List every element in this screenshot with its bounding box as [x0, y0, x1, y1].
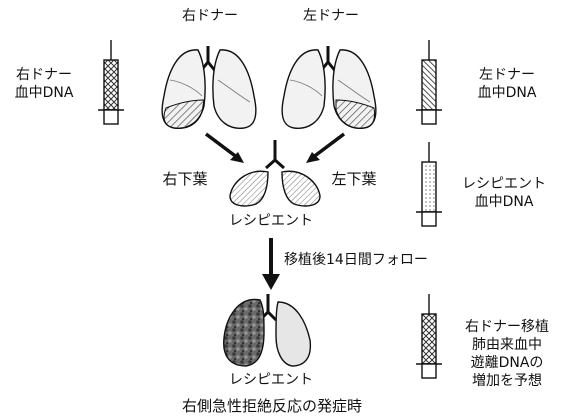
right-donor-tube-line1: 右ドナー	[2, 66, 86, 84]
right-donor-tube-line2: 血中DNA	[2, 84, 86, 102]
left-donor-tube-line1: 左ドナー	[462, 66, 552, 84]
right-lobe-label: 右下葉	[155, 171, 215, 188]
increase-tube-line4: 増加を予想	[452, 372, 562, 390]
recipient-label: レシピエント	[220, 213, 322, 230]
increase-tube-line1: 右ドナー移植	[452, 318, 562, 336]
recipient-tube-line2: 血中DNA	[454, 193, 554, 211]
increase-tube-icon	[416, 294, 442, 378]
left-donor-lungs-icon	[282, 46, 376, 128]
increase-tube-label: 右ドナー移植 肺由来血中 遊離DNAの 増加を予想	[452, 318, 562, 390]
recipient-tube-line1: レシピエント	[454, 175, 554, 193]
recipient-tube-label: レシピエント 血中DNA	[454, 175, 554, 211]
followup-label: 移植後14日間フォロー	[284, 252, 454, 269]
increase-tube-line3: 遊離DNAの	[452, 354, 562, 372]
arrow-from-left-donor	[306, 134, 344, 163]
right-donor-tube-icon	[98, 40, 124, 124]
caption: 右側急性拒絶反応の発症時	[152, 398, 392, 415]
left-lobe-label: 左下葉	[324, 171, 384, 188]
right-donor-label: 右ドナー	[175, 8, 245, 25]
right-donor-lungs-icon	[162, 46, 256, 128]
rejection-lungs-icon	[224, 294, 311, 366]
followup-arrow	[262, 238, 280, 290]
right-donor-tube-label: 右ドナー 血中DNA	[2, 66, 86, 102]
left-donor-tube-label: 左ドナー 血中DNA	[462, 66, 552, 102]
left-donor-label: 左ドナー	[296, 8, 366, 25]
increase-tube-line2: 肺由来血中	[452, 336, 562, 354]
recipient-label-2: レシピエント	[220, 372, 322, 389]
arrow-from-right-donor	[206, 134, 244, 163]
left-donor-tube-line2: 血中DNA	[462, 84, 552, 102]
recipient-tube-icon	[416, 142, 442, 226]
recipient-lungs-icon	[230, 140, 320, 206]
left-donor-tube-icon	[416, 40, 442, 124]
